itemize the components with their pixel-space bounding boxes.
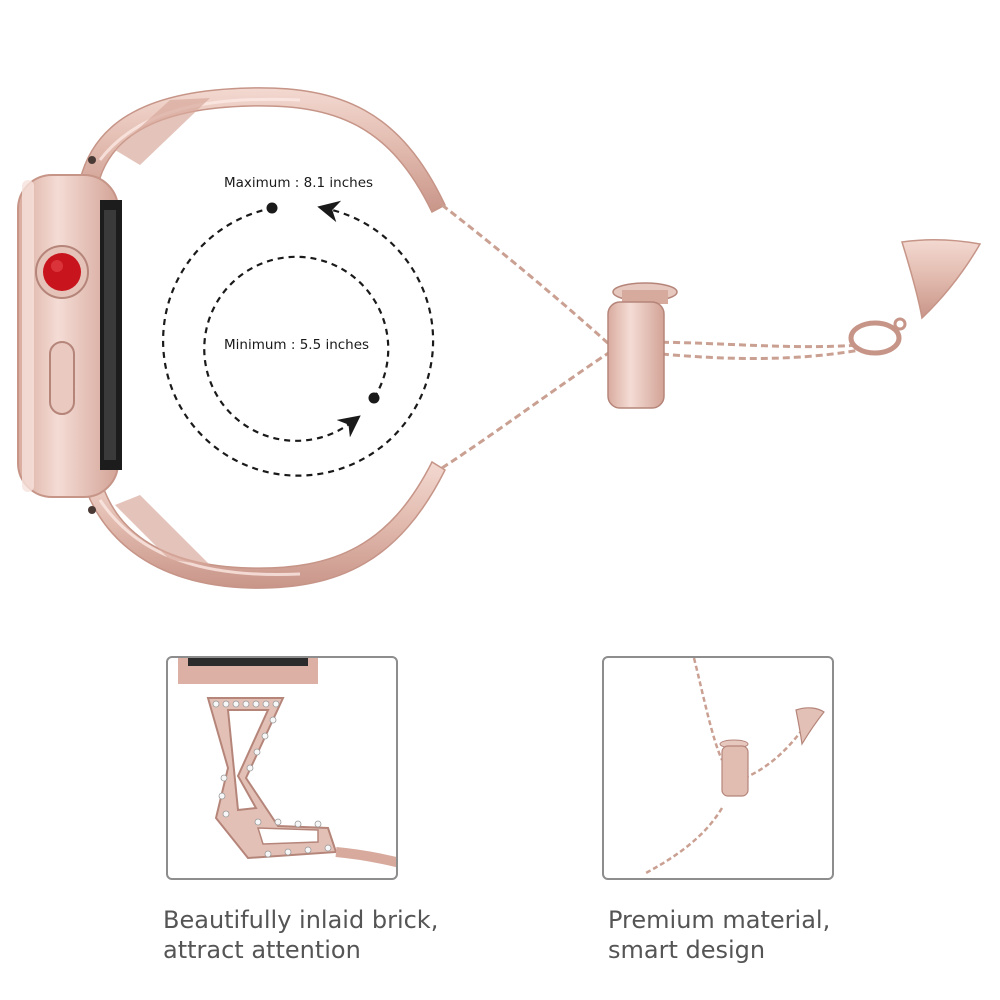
feature-caption-line: Premium material, bbox=[608, 906, 831, 934]
size-diagram bbox=[162, 200, 435, 477]
chain-icon bbox=[441, 203, 861, 470]
side-button-icon bbox=[49, 341, 75, 415]
feature-caption-line: attract attention bbox=[163, 936, 361, 964]
max-size-circle bbox=[162, 200, 435, 477]
feature-caption-line: Beautifully inlaid brick, bbox=[163, 906, 439, 934]
watch-case bbox=[17, 174, 122, 498]
upper-band-arm bbox=[79, 87, 446, 214]
detail-panel-chain bbox=[602, 656, 834, 880]
minimum-size-label: Minimum : 5.5 inches bbox=[224, 337, 370, 353]
digital-crown-icon bbox=[35, 245, 89, 299]
feature-caption-inlaid: Beautifully inlaid brick, attract attent… bbox=[163, 905, 438, 965]
slider-bead-icon bbox=[607, 282, 678, 409]
rhinestone-link-icon bbox=[178, 658, 396, 868]
fan-pendant-icon bbox=[901, 239, 982, 320]
feature-caption-line: smart design bbox=[608, 936, 766, 964]
lower-band-arm bbox=[79, 460, 446, 589]
maximum-size-label: Maximum : 8.1 inches bbox=[224, 175, 374, 191]
detail-panel-rhinestone bbox=[166, 656, 398, 880]
lobster-clasp-icon bbox=[848, 317, 907, 356]
max-size-start-dot bbox=[266, 202, 278, 214]
min-size-start-dot bbox=[368, 392, 380, 404]
feature-caption-premium: Premium material, smart design bbox=[608, 905, 830, 965]
bracelet-band-illustration bbox=[17, 87, 982, 589]
chain-slider-icon bbox=[643, 658, 825, 876]
